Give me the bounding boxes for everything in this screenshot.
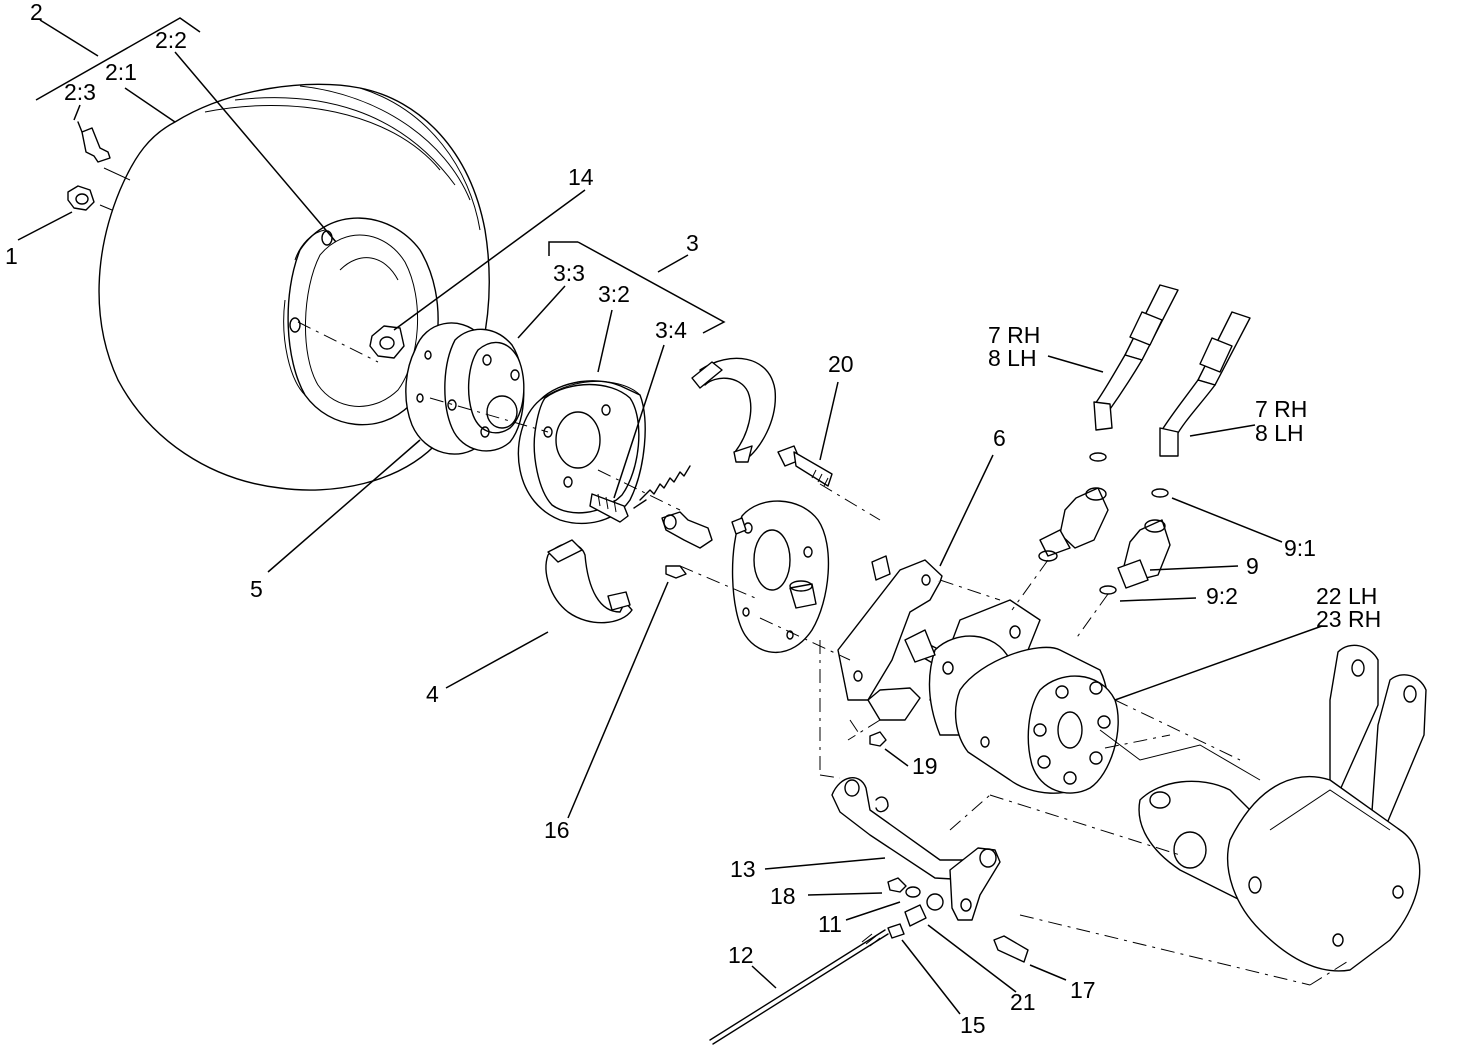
wheel-hub bbox=[405, 322, 525, 455]
tire-wheel-assembly bbox=[67, 83, 490, 491]
hydraulic-hoses bbox=[1089, 284, 1251, 498]
hydraulic-motor bbox=[904, 599, 1119, 794]
label-22-lh: 22 LH bbox=[1316, 583, 1377, 609]
label-14: 14 bbox=[568, 164, 594, 190]
label-8-lh-top: 8 LH bbox=[988, 345, 1037, 371]
label-2-1: 2:1 bbox=[105, 59, 137, 85]
label-13: 13 bbox=[730, 856, 756, 882]
label-2: 2 bbox=[30, 0, 43, 25]
part-labels: 1 2 2:1 2:2 2:3 3 3:2 3:3 3:4 4 5 6 7 RH… bbox=[5, 0, 1381, 1038]
brake-drum bbox=[517, 380, 646, 525]
label-2-2: 2:2 bbox=[155, 27, 187, 53]
brake-shoe bbox=[545, 539, 633, 624]
label-4: 4 bbox=[426, 681, 439, 707]
label-5: 5 bbox=[250, 576, 263, 602]
label-7-rh-top: 7 RH bbox=[988, 322, 1040, 348]
frame-weldment bbox=[1099, 644, 1427, 972]
group-brackets bbox=[35, 17, 726, 334]
brake-shoe-upper bbox=[691, 357, 776, 463]
label-18: 18 bbox=[770, 883, 796, 909]
label-3: 3 bbox=[686, 230, 699, 256]
label-21: 21 bbox=[1010, 989, 1036, 1015]
label-3-2: 3:2 bbox=[598, 281, 630, 307]
centerlines bbox=[297, 321, 1351, 986]
label-2-3: 2:3 bbox=[64, 79, 96, 105]
cam-actuator bbox=[661, 511, 713, 579]
leader-lines bbox=[17, 19, 1323, 1015]
label-9-2: 9:2 bbox=[1206, 583, 1238, 609]
label-17: 17 bbox=[1070, 977, 1096, 1003]
label-15: 15 bbox=[960, 1012, 986, 1038]
label-20: 20 bbox=[828, 351, 854, 377]
motor-mount-bracket bbox=[837, 555, 943, 721]
label-8-lh-right: 8 LH bbox=[1255, 420, 1304, 446]
brake-lever bbox=[709, 777, 1029, 1045]
bolt bbox=[777, 445, 833, 487]
label-16: 16 bbox=[544, 817, 570, 843]
label-19: 19 bbox=[912, 753, 938, 779]
label-9: 9 bbox=[1246, 553, 1259, 579]
backing-plate bbox=[731, 500, 830, 654]
label-12: 12 bbox=[728, 942, 754, 968]
label-1: 1 bbox=[5, 243, 18, 269]
stud-and-spring bbox=[589, 465, 691, 523]
label-7-rh-right: 7 RH bbox=[1255, 396, 1307, 422]
label-23-rh: 23 RH bbox=[1316, 606, 1381, 632]
label-3-3: 3:3 bbox=[553, 260, 585, 286]
label-9-1: 9:1 bbox=[1284, 535, 1316, 561]
nut bbox=[869, 731, 887, 747]
label-6: 6 bbox=[993, 425, 1006, 451]
label-11: 11 bbox=[818, 911, 842, 937]
hydraulic-fittings bbox=[1038, 487, 1171, 595]
label-3-4: 3:4 bbox=[655, 317, 687, 343]
